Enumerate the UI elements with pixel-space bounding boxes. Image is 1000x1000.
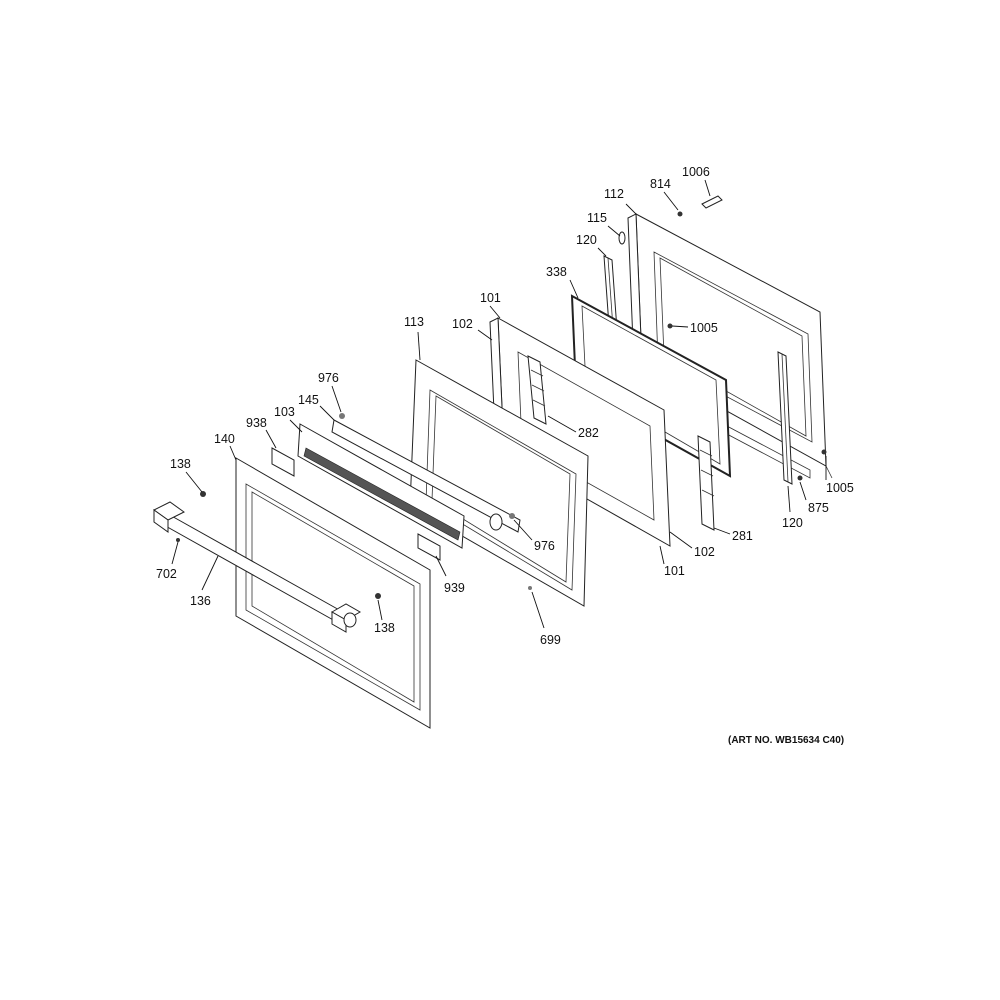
screw-976-bottom (509, 513, 515, 519)
callout-281: 281 (732, 529, 753, 543)
callout-136: 136 (190, 594, 211, 608)
callout-939: 939 (444, 581, 465, 595)
part-136-handle (153, 501, 362, 633)
callout-145: 145 (298, 393, 319, 407)
screw-814 (677, 211, 683, 217)
callout-labels: 1006 814 112 115 120 338 101 102 113 100… (156, 165, 854, 647)
callout-976-bottom: 976 (534, 539, 555, 553)
callout-102-bottom: 102 (694, 545, 715, 559)
screw-976-top (339, 413, 345, 419)
screw-699 (528, 586, 532, 590)
part-145-retainer (331, 419, 521, 533)
callout-113: 113 (404, 315, 424, 329)
callout-138-right: 138 (374, 621, 395, 635)
screw-1005-bottom (821, 449, 827, 455)
callout-1005-top: 1005 (690, 321, 718, 335)
art-number: (ART NO. WB15634 C40) (728, 735, 844, 746)
callout-101-bottom: 101 (664, 564, 685, 578)
callout-938: 938 (246, 416, 267, 430)
callout-102-top: 102 (452, 317, 473, 331)
part-938-bracket (271, 447, 295, 477)
part-1006-clip (701, 195, 723, 209)
callout-282: 282 (578, 426, 599, 440)
screw-1005-top (667, 323, 673, 329)
part-120-right-rail (777, 351, 793, 485)
screw-875 (797, 475, 803, 481)
leader-lines (171, 179, 827, 629)
callout-120-top: 120 (576, 233, 597, 247)
callout-702: 702 (156, 567, 177, 581)
callout-1005-bottom: 1005 (826, 481, 854, 495)
callout-120-bottom: 120 (782, 516, 803, 530)
part-103-vent (297, 423, 465, 549)
part-281-hinge (697, 435, 715, 531)
part-282-hinge (527, 355, 547, 425)
callout-699: 699 (540, 633, 561, 647)
callout-1006: 1006 (682, 165, 710, 179)
callout-338: 338 (546, 265, 567, 279)
callout-112: 112 (604, 187, 624, 201)
screw-138-right (375, 593, 381, 599)
callout-140: 140 (214, 432, 235, 446)
part-113-inner-door (409, 359, 589, 607)
part-338-glass-pack (570, 294, 732, 478)
callout-103: 103 (274, 405, 295, 419)
callout-875: 875 (808, 501, 829, 515)
callout-115: 115 (587, 211, 607, 225)
part-115-pin (618, 231, 626, 245)
part-112-rear-frame (627, 213, 833, 479)
callout-138-left: 138 (170, 457, 191, 471)
part-939-bracket (417, 533, 441, 561)
callout-976-top: 976 (318, 371, 339, 385)
screw-702 (176, 538, 180, 542)
callout-101-top: 101 (480, 291, 501, 305)
screws (176, 195, 827, 599)
callout-814: 814 (650, 177, 671, 191)
screw-138-left (200, 491, 206, 497)
